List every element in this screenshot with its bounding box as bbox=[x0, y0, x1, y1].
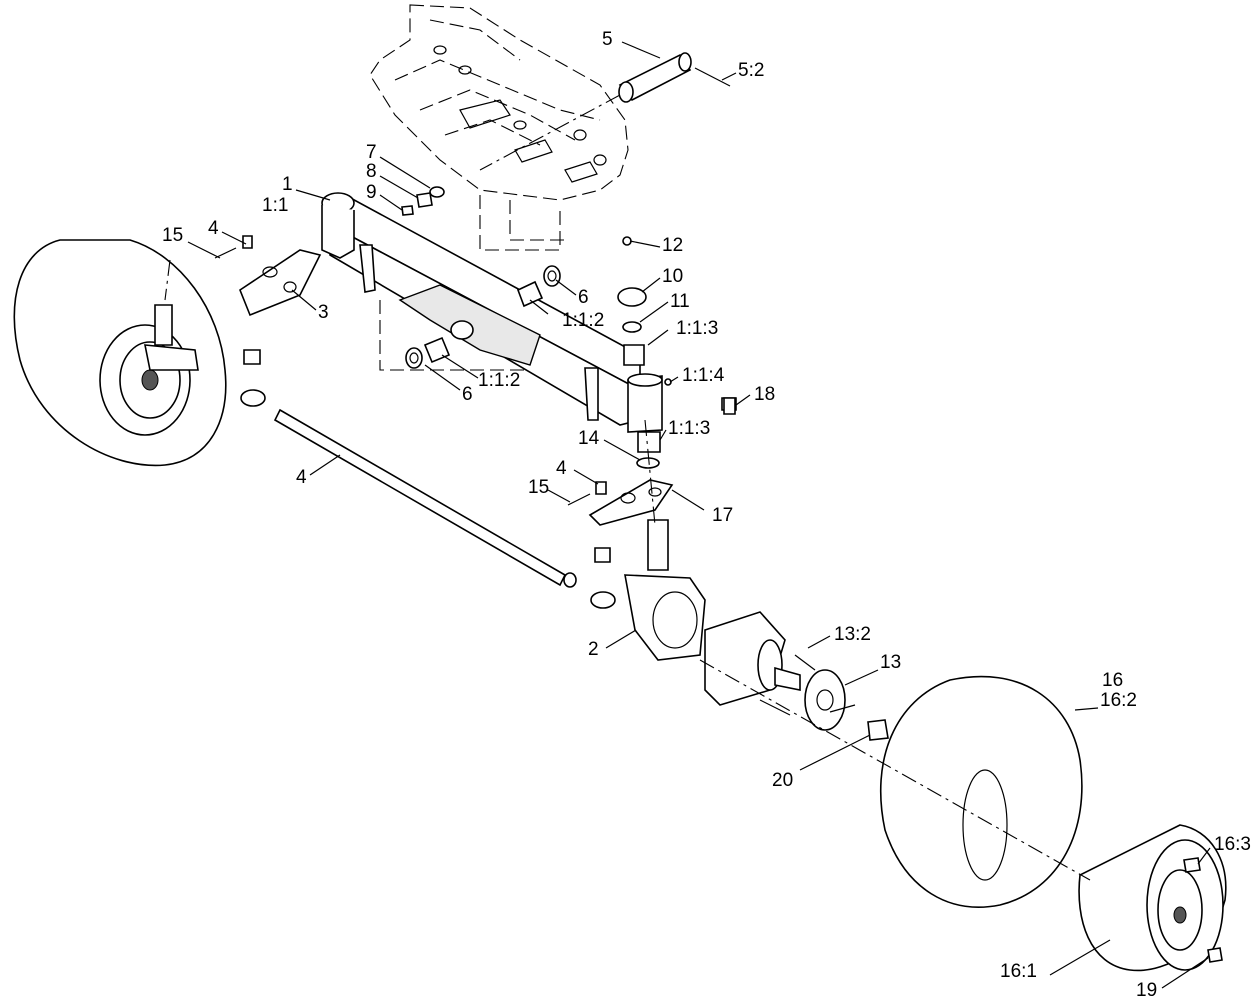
callout-13: 13 bbox=[880, 652, 901, 673]
pivot-pin bbox=[479, 52, 731, 171]
callout-13-2: 13:2 bbox=[834, 624, 871, 645]
callout-16: 16 bbox=[1102, 670, 1123, 691]
callout-8: 8 bbox=[366, 161, 377, 182]
bolt bbox=[723, 397, 736, 415]
spindle bbox=[624, 519, 706, 661]
callout-1-1-2b: 1:1:2 bbox=[478, 370, 520, 391]
callout-1-1-3a: 1:1:3 bbox=[676, 318, 718, 339]
callout-16-3: 16:3 bbox=[1214, 834, 1251, 855]
wheel-hub bbox=[794, 654, 889, 741]
callout-5: 5 bbox=[602, 29, 613, 50]
callout-20: 20 bbox=[772, 770, 793, 791]
callout-5-2: 5:2 bbox=[738, 60, 764, 81]
callout-1-1-3b: 1:1:3 bbox=[668, 418, 710, 439]
callout-1: 1 bbox=[282, 174, 293, 195]
rim bbox=[1078, 824, 1227, 972]
callout-3: 3 bbox=[318, 302, 329, 323]
centerlines bbox=[164, 259, 1091, 881]
tie-rod bbox=[273, 408, 577, 588]
callout-19: 19 bbox=[1136, 980, 1157, 1001]
callout-18: 18 bbox=[754, 384, 775, 405]
small-hardware bbox=[401, 186, 445, 216]
callout-4c: 4 bbox=[556, 458, 567, 479]
callout-16-2: 16:2 bbox=[1100, 690, 1137, 711]
callout-16-1: 16:1 bbox=[1000, 961, 1037, 982]
callout-15b: 15 bbox=[528, 477, 549, 498]
callout-14: 14 bbox=[578, 428, 600, 449]
callout-15a: 15 bbox=[162, 225, 183, 246]
callouts: 5 5:2 7 8 9 1 1:1 15 4 3 12 10 6 11 1:1:… bbox=[162, 29, 1251, 1001]
callout-1-1-4: 1:1:4 bbox=[682, 365, 725, 386]
callout-9: 9 bbox=[366, 182, 377, 203]
callout-1-1-2a: 1:1:2 bbox=[562, 310, 604, 331]
callout-4a: 4 bbox=[208, 218, 219, 239]
callout-11: 11 bbox=[670, 291, 690, 312]
leader-lines bbox=[187, 41, 1211, 989]
frame-outline bbox=[369, 4, 629, 251]
callout-4b: 4 bbox=[296, 467, 307, 488]
left-wheel bbox=[13, 239, 227, 467]
callout-7: 7 bbox=[366, 142, 377, 163]
bushings bbox=[405, 236, 737, 469]
left-steering-arm bbox=[214, 235, 322, 407]
callout-12: 12 bbox=[662, 235, 683, 256]
callout-17: 17 bbox=[712, 505, 733, 526]
hub-bearing bbox=[704, 611, 801, 716]
right-tire bbox=[879, 675, 1083, 908]
front-axle bbox=[321, 192, 663, 433]
callout-2: 2 bbox=[588, 639, 599, 660]
callout-10: 10 bbox=[662, 266, 683, 287]
callout-6a: 6 bbox=[578, 287, 589, 308]
callout-1-1: 1:1 bbox=[262, 195, 288, 216]
callout-6b: 6 bbox=[462, 384, 473, 405]
